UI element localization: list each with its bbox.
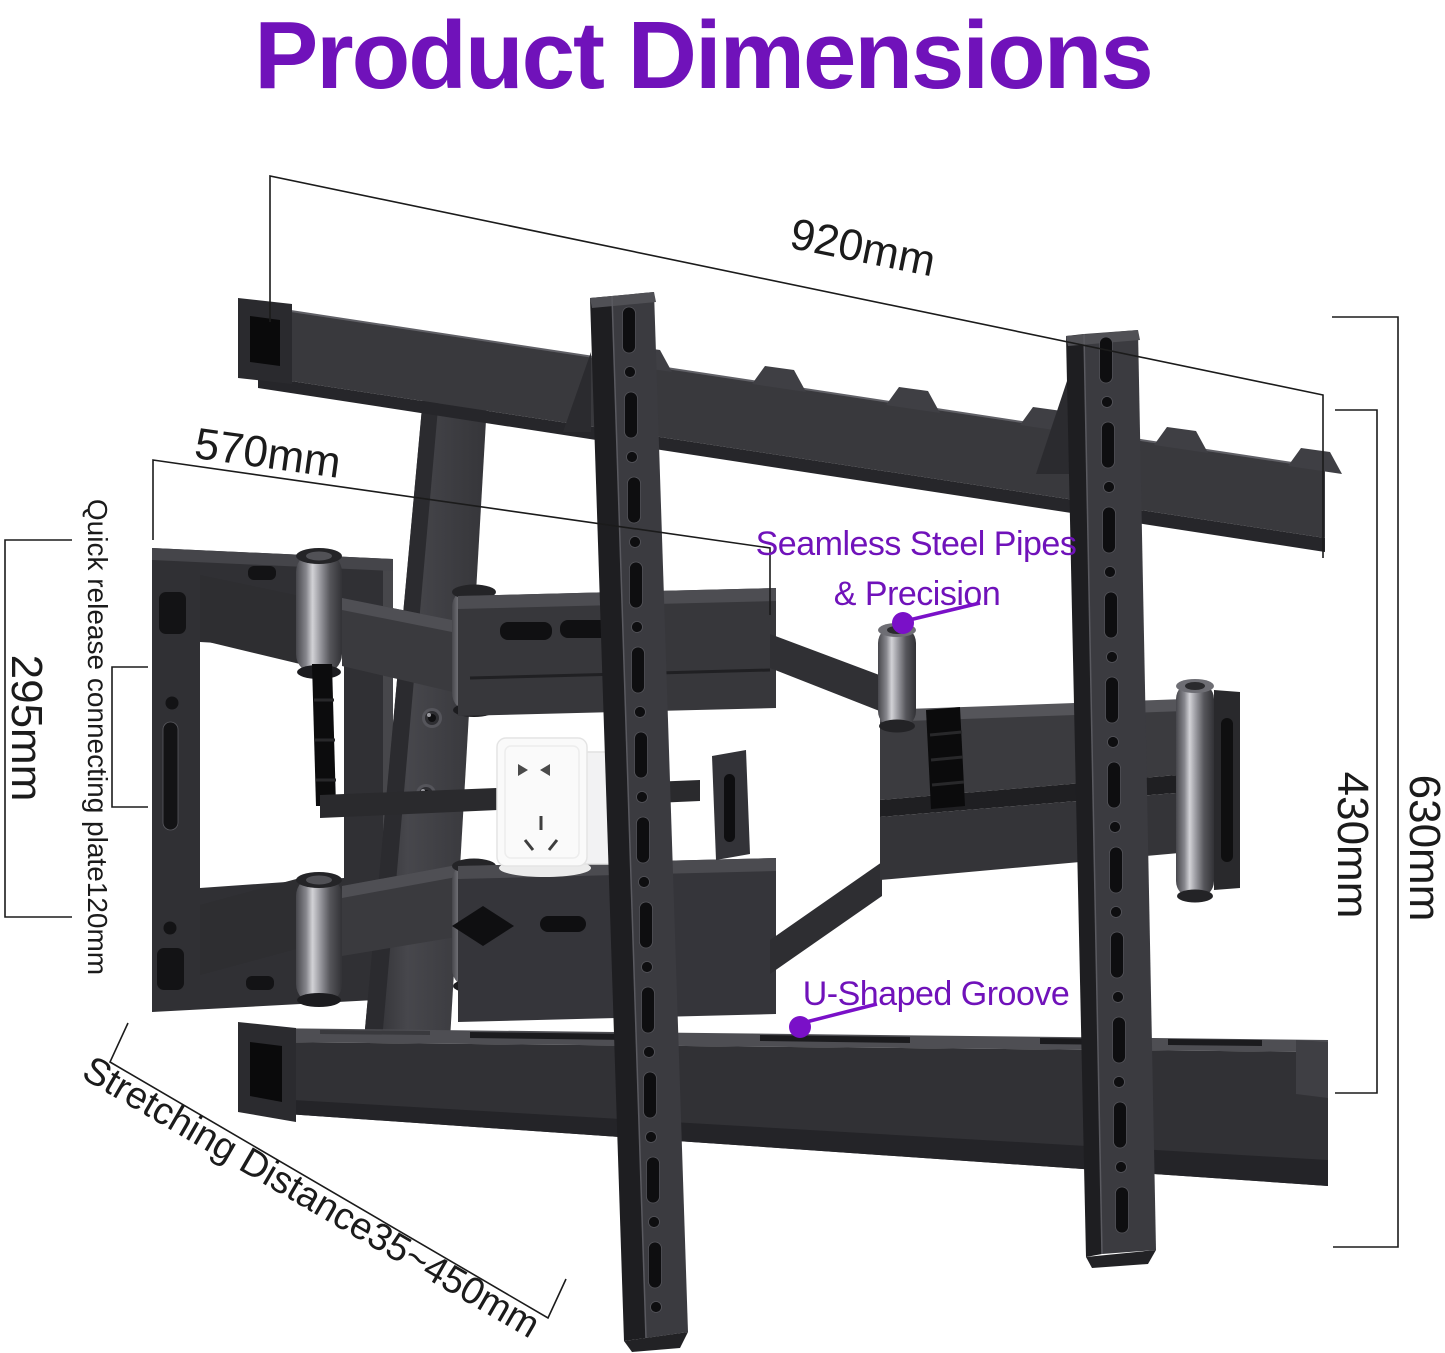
dim-quick-release-label: Quick release connecting plate120mm — [82, 499, 113, 975]
dim-plate-width-label: 570mm — [192, 419, 344, 488]
left-vesa-rail — [590, 292, 688, 1352]
dim-plate-height-line — [4, 539, 72, 918]
small-bracket — [712, 750, 750, 860]
gusset-right — [1036, 372, 1070, 474]
dim-inner-height-line — [1335, 409, 1378, 1094]
dimension-lines — [4, 175, 1399, 1320]
callout-steel-pipes-dot — [892, 612, 914, 634]
callout-u-groove-line — [805, 1002, 878, 1024]
gusset-left — [563, 352, 591, 432]
top-rail — [238, 298, 1342, 552]
purple-callouts: Seamless Steel Pipes & Precision U-Shape… — [756, 525, 1077, 1038]
velcro-strap-left — [312, 664, 336, 806]
articulating-arm-left-top — [200, 548, 342, 806]
bottom-rail — [238, 1022, 1328, 1186]
dim-total-height-label: 630mm — [1400, 775, 1445, 922]
callout-steel-pipes-line1: Seamless Steel Pipes — [756, 525, 1077, 563]
page-title: Product Dimensions — [254, 2, 1151, 109]
dim-stretching-line — [108, 1022, 567, 1320]
power-outlet — [496, 737, 619, 877]
dim-top-width-line — [269, 175, 1324, 558]
right-hinge-pipe — [1176, 679, 1240, 903]
articulating-arm-left-bottom — [200, 872, 342, 1007]
dim-plate-height-label: 295mm — [2, 655, 51, 802]
dim-plate-width-line — [152, 459, 771, 615]
dim-top-width-label: 920mm — [786, 209, 939, 286]
dim-quick-release-line — [111, 666, 148, 808]
right-vesa-rail — [1066, 330, 1156, 1268]
callout-steel-pipes-line — [904, 601, 981, 623]
tv-mount-illustration — [152, 292, 1342, 1352]
callout-u-groove-label: U-Shaped Groove — [803, 975, 1070, 1013]
dim-total-height-line — [1332, 316, 1399, 1248]
callout-u-groove-dot — [789, 1016, 811, 1038]
dim-inner-height-label: 430mm — [1328, 772, 1377, 919]
callout-steel-pipes-line2: & Precision — [834, 575, 1000, 613]
